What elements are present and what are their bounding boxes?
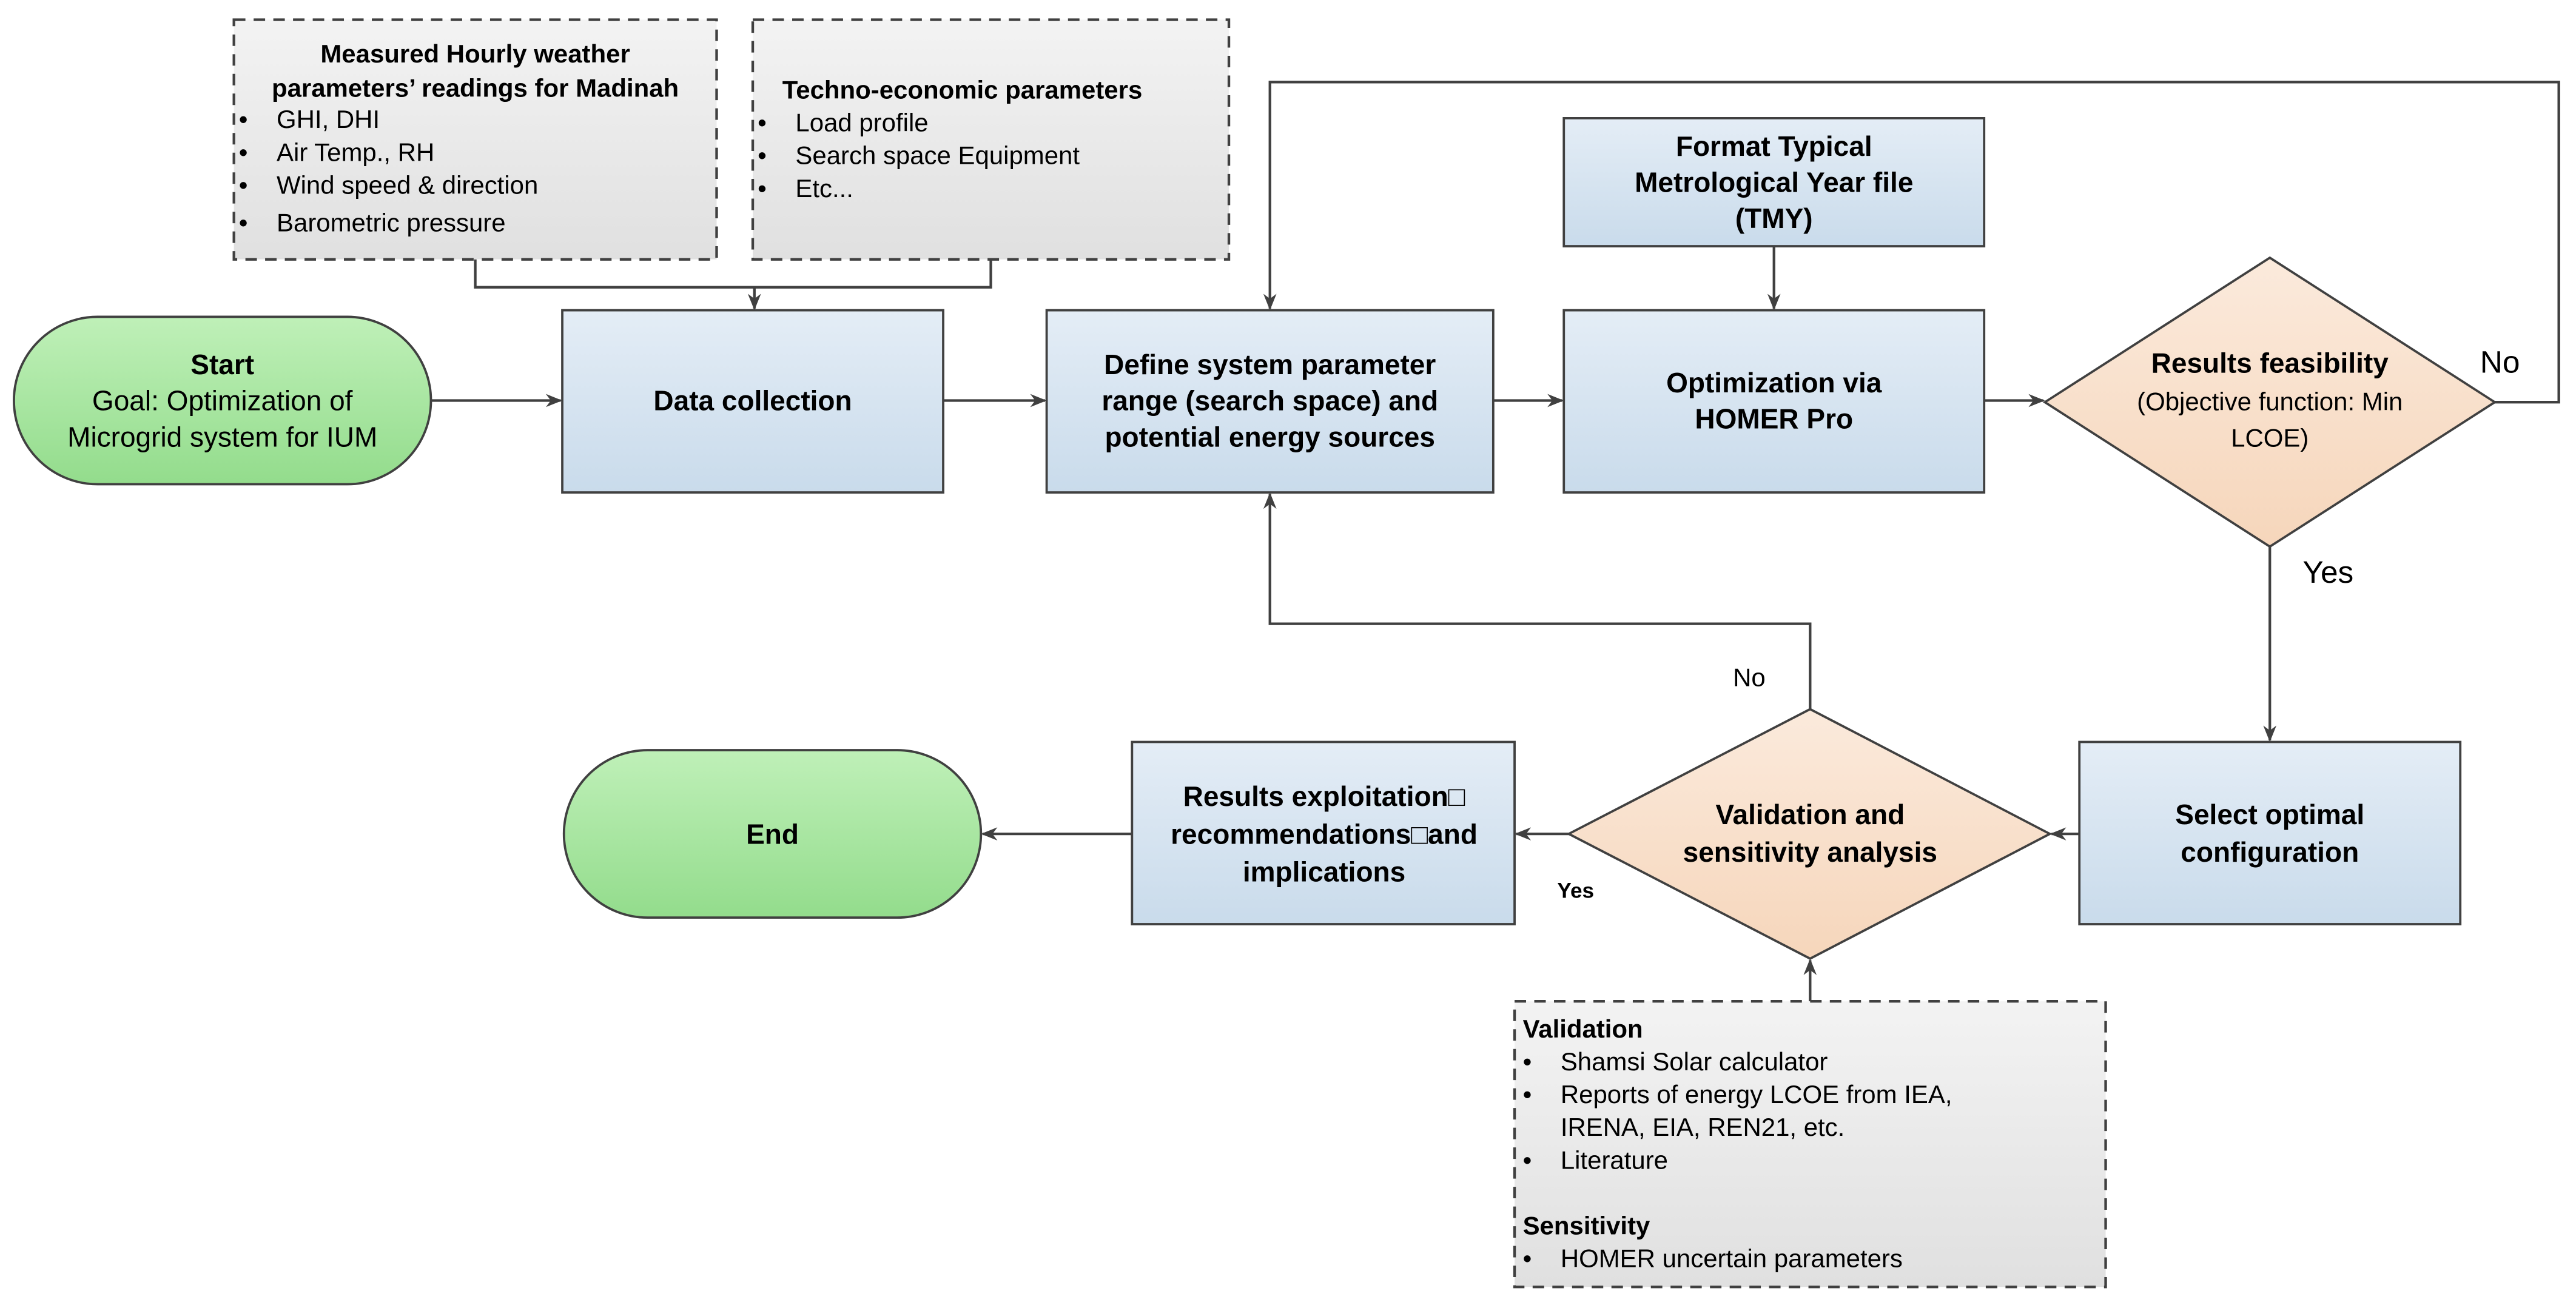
define-search-space-process: Define system parameter range (search sp…	[1045, 309, 1495, 494]
opt-line-1: Optimization via	[1666, 367, 1882, 398]
start-goal-2: Microgrid system for IUM	[67, 421, 377, 452]
feasibility-line-2: LCOE)	[2231, 423, 2309, 452]
opt-line-2: HOMER Pro	[1695, 403, 1853, 435]
bullet: •	[1523, 1080, 1532, 1109]
define-line-3: potential energy sources	[1105, 421, 1434, 452]
weather-title-1: Measured Hourly weather	[320, 39, 630, 68]
bullet: •	[758, 174, 767, 203]
select-optimal-process: Select optimal configuration	[2078, 740, 2462, 925]
define-line-2: range (search space) and	[1101, 385, 1438, 417]
tmy-process: Format Typical Metrological Year file (T…	[1562, 117, 1986, 247]
validation-item: Literature	[1561, 1146, 1668, 1174]
techno-item: Etc...	[795, 174, 853, 203]
start-terminal: Start Goal: Optimization of Microgrid sy…	[13, 315, 432, 486]
techno-item: Search space Equipment	[795, 141, 1080, 170]
validation-item: Shamsi Solar calculator	[1561, 1047, 1828, 1076]
weather-item: Air Temp., RH	[277, 138, 434, 166]
bullet: •	[239, 170, 248, 199]
feasibility-title: Results feasibility	[2151, 347, 2389, 378]
bullet: •	[1523, 1146, 1532, 1174]
results-process: Results exploitation□ recommendations□an…	[1131, 740, 1516, 925]
tmy-line-3: (TMY)	[1735, 203, 1813, 234]
end-label: End	[746, 818, 799, 850]
techno-title: Techno-economic parameters	[782, 75, 1143, 104]
yes-label-right: Yes	[2302, 554, 2353, 589]
techno-economic-box: Techno-economic parameters • Load profile…	[751, 18, 1231, 261]
feasibility-decision: Results feasibility (Objective function:…	[2042, 256, 2497, 548]
arrow-no-loop	[1263, 81, 2560, 404]
results-line-2: recommendations□and	[1171, 818, 1478, 850]
weather-item: Barometric pressure	[277, 209, 506, 237]
bullet: •	[239, 209, 248, 237]
bullet: •	[1523, 1244, 1532, 1273]
no-label-mid: No	[1733, 663, 1766, 691]
yes-label-bottom: Yes	[1557, 879, 1594, 903]
select-line-1: Select optimal	[2175, 799, 2364, 830]
data-collection-label: Data collection	[653, 385, 852, 417]
data-collection-process: Data collection	[561, 309, 944, 494]
weather-title-2: parameters’ readings for Madinah	[272, 74, 679, 102]
bullet: •	[758, 109, 767, 137]
bullet: •	[239, 105, 248, 133]
results-line-3: implications	[1243, 856, 1405, 888]
merge-connector	[474, 259, 992, 289]
weather-item: Wind speed & direction	[277, 170, 538, 199]
feasibility-line-1: (Objective function: Min	[2137, 387, 2403, 416]
validation-item: Reports of energy LCOE from IEA,	[1561, 1080, 1952, 1109]
sensitivity-item: HOMER uncertain parameters	[1561, 1244, 1903, 1273]
tmy-line-2: Metrological Year file	[1635, 167, 1913, 198]
weather-item: GHI, DHI	[277, 105, 380, 133]
bullet: •	[239, 138, 248, 166]
arrow-no-back-to-define	[1263, 492, 1812, 710]
weather-parameters-box: Measured Hourly weather parameters’ read…	[232, 18, 718, 261]
validation-title: Validation	[1523, 1015, 1643, 1043]
define-line-1: Define system parameter	[1104, 349, 1436, 380]
validation-line-2: sensitivity analysis	[1683, 836, 1937, 868]
tmy-line-1: Format Typical	[1676, 130, 1872, 162]
validation-decision: Validation and sensitivity analysis	[1566, 708, 2053, 960]
validation-sensitivity-box: Validation • Shamsi Solar calculator • Rep…	[1513, 1000, 2107, 1289]
results-line-1: Results exploitation□	[1183, 780, 1465, 812]
start-goal-1: Goal: Optimization of	[92, 385, 353, 417]
validation-item-cont: IRENA, EIA, REN21, etc.	[1561, 1113, 1845, 1141]
bullet: •	[1523, 1047, 1532, 1076]
connectors	[431, 81, 2560, 1002]
techno-item: Load profile	[795, 109, 928, 137]
bullet: •	[758, 141, 767, 170]
optimization-process: Optimization via HOMER Pro	[1562, 309, 1986, 494]
select-line-2: configuration	[2181, 836, 2359, 868]
start-title: Start	[190, 349, 254, 380]
sensitivity-title: Sensitivity	[1523, 1212, 1650, 1240]
end-terminal: End	[562, 749, 983, 919]
validation-line-1: Validation and	[1715, 799, 1905, 830]
no-label-top: No	[2480, 344, 2520, 379]
